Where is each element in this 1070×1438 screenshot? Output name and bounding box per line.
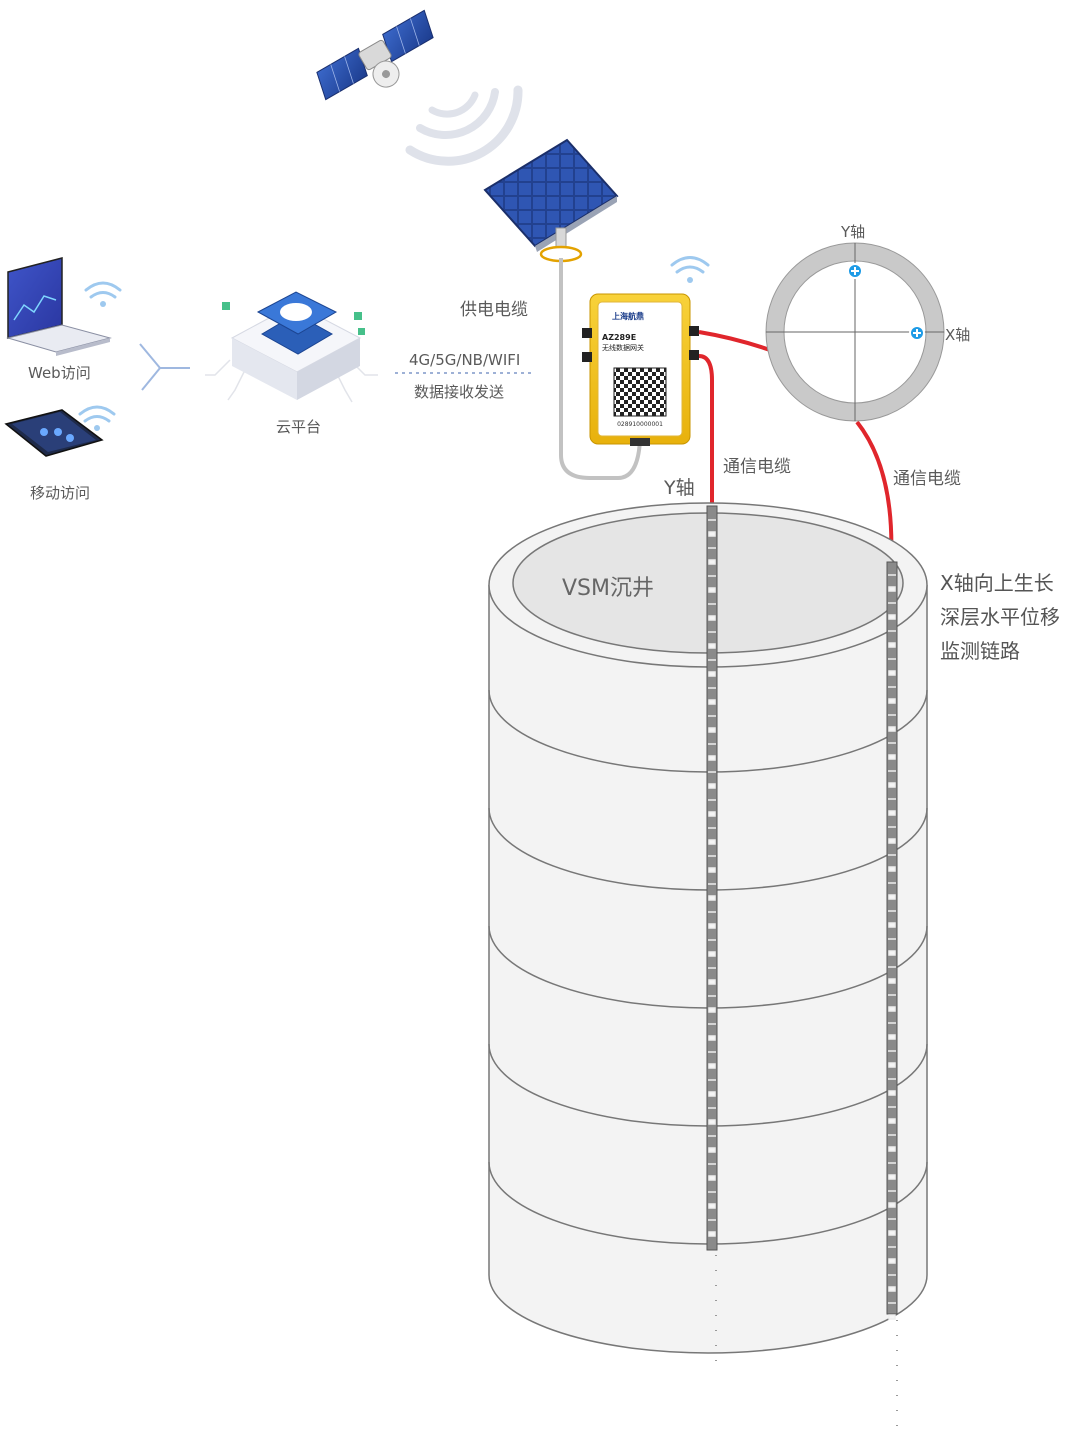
label-x-axis-description: X轴向上生长 深层水平位移 监测链路 — [940, 566, 1060, 668]
sensor-node — [888, 1034, 896, 1040]
sensor-node — [888, 1118, 896, 1124]
sensor-node — [888, 642, 896, 648]
x-axis-desc-line-3: 监测链路 — [940, 639, 1020, 663]
sensor-node — [708, 811, 716, 817]
gateway-brand: 上海航鼎 — [612, 311, 644, 321]
sensor-node — [708, 559, 716, 565]
qr-code-icon — [613, 367, 667, 417]
sensor-node — [888, 1230, 896, 1236]
wifi-icon — [670, 256, 710, 283]
sensor-node — [708, 839, 716, 845]
label-mobile-access: 移动访问 — [30, 484, 91, 502]
sensor-node — [708, 531, 716, 537]
sensor-node — [888, 1258, 896, 1264]
gateway-serial: 028910000001 — [617, 421, 663, 428]
sensor-node — [708, 755, 716, 761]
sensor-node — [888, 782, 896, 788]
cloud-server-icon — [205, 291, 378, 403]
sensor-node — [708, 699, 716, 705]
gateway-device: 上海航鼎 AZ289E 无线数据网关 028910000001 — [582, 293, 699, 446]
sensor-node — [888, 754, 896, 760]
x-axis-desc-line-2: 深层水平位移 — [940, 605, 1060, 629]
label-y-axis-ring: Y轴 — [841, 223, 866, 241]
wifi-icon — [84, 281, 122, 307]
sensor-node — [888, 810, 896, 816]
satellite-icon — [316, 9, 434, 101]
sensor-node — [708, 979, 716, 985]
sensor-node — [708, 1203, 716, 1209]
comm-cable-to-ring — [698, 330, 771, 352]
label-web-access: Web访问 — [28, 364, 91, 382]
sensor-node — [708, 1063, 716, 1069]
sensor-node — [888, 894, 896, 900]
sensor-node — [708, 1175, 716, 1181]
sensor-node — [708, 643, 716, 649]
sensor-node — [888, 614, 896, 620]
sensor-node — [708, 615, 716, 621]
sensor-node — [888, 1062, 896, 1068]
comm-cable-y-axis — [698, 354, 714, 508]
sensor-node — [888, 586, 896, 592]
sensor-node — [708, 671, 716, 677]
sensor-node — [888, 950, 896, 956]
sensor-node — [708, 1035, 716, 1041]
sensor-node — [708, 867, 716, 873]
sensor-node — [708, 1007, 716, 1013]
sensor-node — [888, 866, 896, 872]
sensor-node — [708, 727, 716, 733]
sensor-node — [708, 783, 716, 789]
laptop-icon — [6, 257, 112, 356]
sensor-node — [708, 587, 716, 593]
sensor-node — [888, 1006, 896, 1012]
y-axis-sensor-chain — [706, 505, 718, 1370]
solar-panel-icon — [483, 138, 619, 263]
sensor-node — [888, 838, 896, 844]
label-well-name: VSM沉井 — [562, 576, 654, 601]
sensor-node — [888, 1286, 896, 1292]
sensor-node — [888, 978, 896, 984]
label-power-cable: 供电电缆 — [460, 300, 528, 320]
label-comm-cable-right: 通信电缆 — [893, 469, 961, 489]
label-x-axis-ring: X轴 — [945, 326, 971, 344]
wifi-icon — [78, 405, 116, 431]
sensor-node — [888, 1146, 896, 1152]
sensor-node — [708, 895, 716, 901]
sensor-node — [708, 1091, 716, 1097]
phone-icon — [4, 409, 104, 457]
gateway-model: AZ289E — [602, 333, 636, 342]
sensor-node — [708, 1147, 716, 1153]
x-axis-sensor-chain — [886, 561, 898, 1432]
label-data-transfer: 数据接收发送 — [414, 383, 505, 401]
label-y-axis-well: Y轴 — [664, 477, 695, 499]
sensor-node — [888, 1202, 896, 1208]
sensor-node — [708, 923, 716, 929]
label-comm-cable-left: 通信电缆 — [723, 457, 791, 477]
sensor-node — [888, 1090, 896, 1096]
gateway-name: 无线数据网关 — [602, 343, 644, 352]
sensor-node — [708, 951, 716, 957]
access-connector — [139, 343, 190, 391]
sensor-node — [888, 922, 896, 928]
label-cloud-platform: 云平台 — [276, 418, 322, 436]
sensor-node — [708, 1231, 716, 1237]
casing-cross-section — [765, 242, 945, 422]
satellite-signal-icon — [405, 85, 523, 166]
sensor-node — [888, 698, 896, 704]
label-network-protocols: 4G/5G/NB/WIFI — [409, 351, 521, 369]
sensor-node — [708, 1119, 716, 1125]
sensor-node — [888, 670, 896, 676]
power-cable-line — [559, 258, 642, 480]
sensor-node — [888, 1314, 896, 1320]
sensor-node — [888, 726, 896, 732]
x-axis-desc-line-1: X轴向上生长 — [940, 571, 1054, 595]
sensor-node — [888, 1174, 896, 1180]
